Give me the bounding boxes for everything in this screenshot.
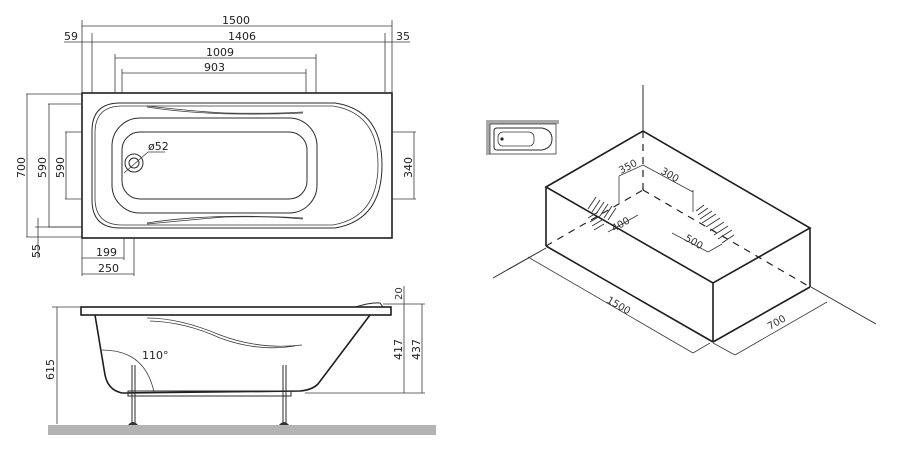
tub-icon [493,127,553,151]
support-frame [127,390,292,397]
dim-590-outer: 590 [36,157,49,178]
dim-615: 615 [44,359,57,380]
drain-icon [124,153,144,173]
top-view: ø52 1500 59 35 1406 1009 903 700 590 590 [15,14,416,276]
dim-417: 417 [392,339,405,360]
dim-500: 500 [683,233,705,252]
dim-250: 250 [98,262,119,275]
drain-diameter-label: ø52 [148,140,169,153]
dim-1406: 1406 [228,30,256,43]
tub-rim [91,102,383,229]
dim-590-inner: 590 [54,157,67,178]
dim-59: 59 [64,30,78,43]
tub-outline-top [81,92,393,239]
dim-437: 437 [410,339,423,360]
dim-700: 700 [15,157,28,178]
dim-340: 340 [402,157,415,178]
dim-20: 20 [394,287,405,300]
dim-1500-iso: 1500 [605,295,633,317]
angle-110: 110° [142,349,169,362]
dim-300: 300 [659,166,681,185]
wall-corner [486,120,559,155]
dim-903: 903 [204,61,225,74]
iso-view: 350 300 400 500 1500 700 [492,85,877,356]
tub-body [94,314,371,394]
dim-1500-top: 1500 [222,14,250,27]
angle-arc [101,349,155,393]
tub-basin [111,117,318,214]
dim-350: 350 [617,158,639,177]
iso-top-face [544,130,812,284]
dim-199: 199 [96,246,117,259]
tub-bottom [121,131,308,200]
support-hatch-left [587,196,617,231]
tub-rim-side [80,306,392,316]
dim-55: 55 [30,244,43,258]
dim-35: 35 [396,30,410,43]
dim-1009: 1009 [206,46,234,59]
orientation-thumbnail [486,120,559,155]
dim-700-iso: 700 [766,314,788,333]
side-view: 110° 615 20 417 437 [44,286,436,435]
dim-400: 400 [610,216,632,235]
support-hatch-right [695,204,735,244]
floor [48,425,436,435]
